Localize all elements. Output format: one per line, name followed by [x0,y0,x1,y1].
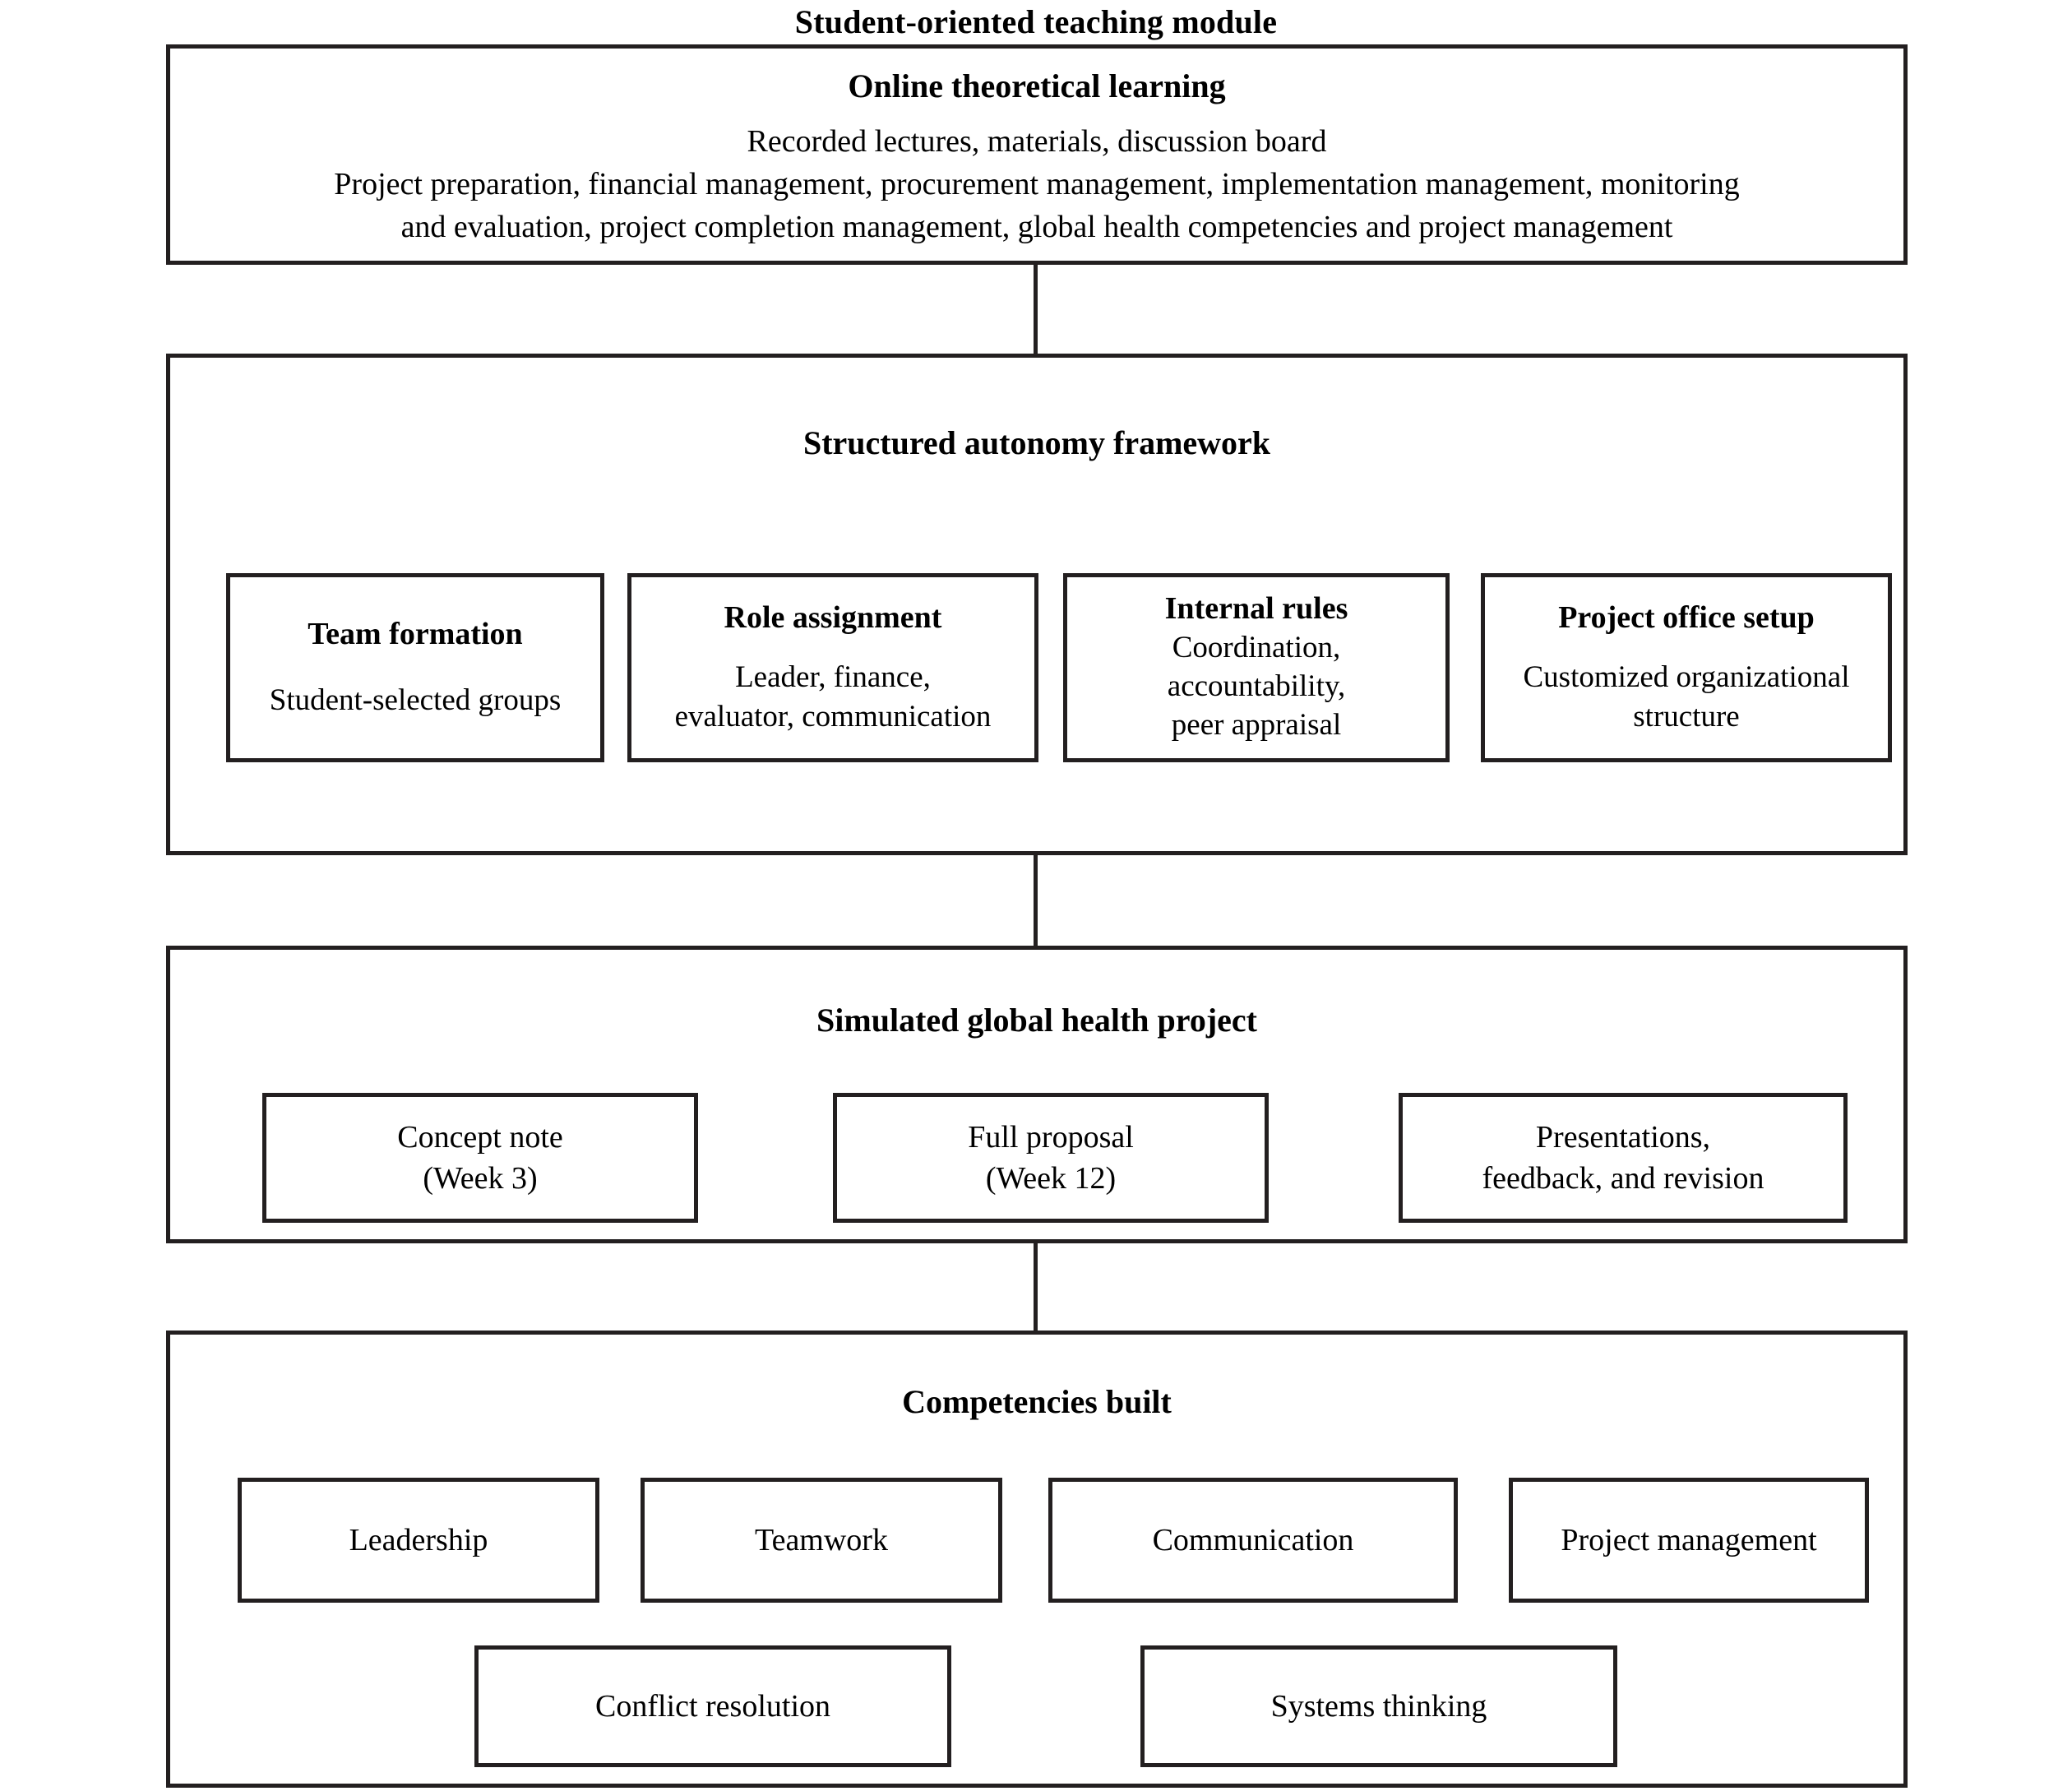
section-heading-structured-autonomy-framework: Structured autonomy framework [802,424,1271,461]
online-learning-line-3: and evaluation, project completion manag… [400,210,1673,244]
card-project-office-setup[interactable]: Project office setup Customized organiza… [1481,573,1892,762]
section-heading-online-theoretical-learning: Online theoretical learning [848,67,1226,104]
card-presentations-feedback-revision-body: Presentations,feedback, and revision [1482,1119,1764,1196]
competency-teamwork[interactable]: Teamwork [641,1478,1002,1603]
competency-leadership-label: Leadership [349,1522,488,1557]
connector-framework-to-simulated-project [1034,854,1038,949]
card-concept-note-body: Concept note(Week 3) [397,1119,563,1196]
figure-title: Student-oriented teaching module [794,3,1278,40]
competency-communication-label: Communication [1152,1522,1354,1557]
card-internal-rules-title: Internal rules [1164,591,1348,627]
section-heading-competencies-built: Competencies built [902,1383,1172,1420]
card-presentations-feedback-revision[interactable]: Presentations,feedback, and revision [1399,1093,1848,1223]
competency-project-management[interactable]: Project management [1509,1478,1869,1603]
card-concept-note[interactable]: Concept note(Week 3) [262,1093,698,1223]
card-full-proposal[interactable]: Full proposal(Week 12) [833,1093,1269,1223]
card-role-assignment-title: Role assignment [724,599,942,635]
competency-conflict-resolution-label: Conflict resolution [594,1688,831,1724]
card-project-office-setup-title: Project office setup [1558,599,1815,635]
competency-leadership[interactable]: Leadership [238,1478,599,1603]
connector-simulated-project-to-competencies [1034,1242,1038,1334]
card-role-assignment-body: Leader, finance,evaluator, communication [674,660,992,734]
section-competencies-built: Competencies built Leadership Teamwork C… [166,1331,1908,1788]
card-team-formation-title: Team formation [308,616,523,651]
online-learning-line-1: Recorded lectures, materials, discussion… [747,124,1327,159]
card-team-formation[interactable]: Team formation Student-selected groups [226,573,604,762]
section-simulated-global-health-project: Simulated global health project Concept … [166,946,1908,1243]
connector-online-learning-to-framework [1034,263,1038,357]
section-heading-simulated-global-health-project: Simulated global health project [816,1002,1257,1039]
card-internal-rules-body: Coordination,accountability,peer apprais… [1167,630,1346,743]
section-online-theoretical-learning: Online theoretical learning Recorded lec… [166,44,1908,265]
card-internal-rules[interactable]: Internal rules Coordination,accountabili… [1063,573,1450,762]
competency-communication[interactable]: Communication [1048,1478,1458,1603]
competency-project-management-label: Project management [1561,1522,1817,1557]
card-full-proposal-body: Full proposal(Week 12) [968,1119,1134,1196]
competency-teamwork-label: Teamwork [755,1522,888,1557]
competency-systems-thinking[interactable]: Systems thinking [1140,1645,1617,1767]
competency-systems-thinking-label: Systems thinking [1270,1688,1487,1724]
card-team-formation-body: Student-selected groups [269,683,562,718]
competency-conflict-resolution[interactable]: Conflict resolution [474,1645,951,1767]
section-structured-autonomy-framework: Structured autonomy framework Team forma… [166,354,1908,855]
card-role-assignment[interactable]: Role assignment Leader, finance,evaluato… [627,573,1038,762]
online-learning-line-2: Project preparation, financial managemen… [334,167,1740,201]
